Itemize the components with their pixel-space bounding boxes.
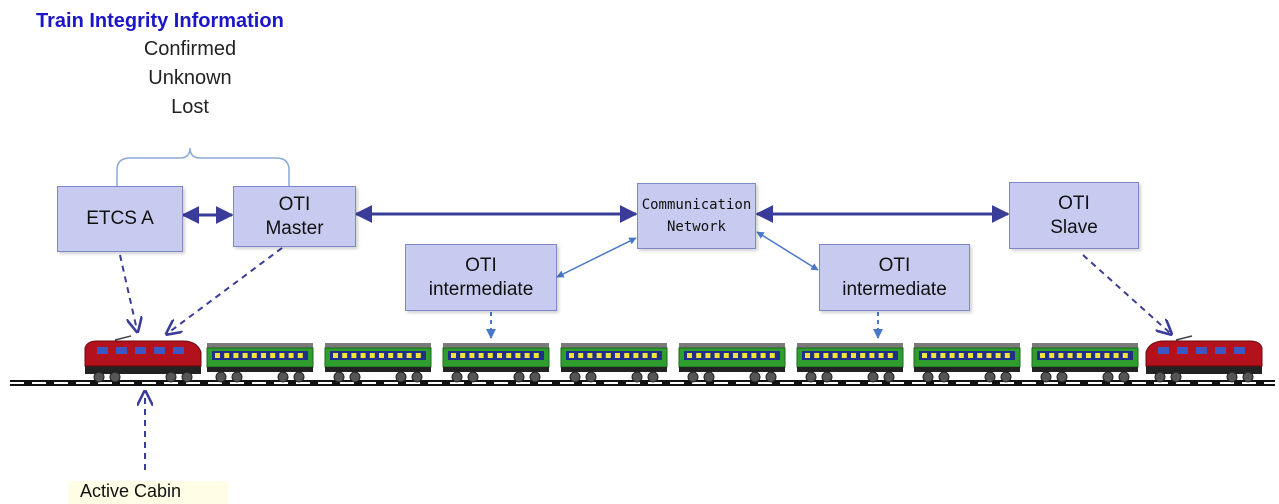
oti-intermediate-left-line1: OTI bbox=[465, 254, 497, 276]
locomotive-front bbox=[84, 335, 202, 383]
communication-network-box: Communication Network bbox=[637, 183, 756, 249]
wagon-8 bbox=[1031, 343, 1139, 383]
link-comm-intermediate-left bbox=[556, 237, 637, 278]
oti-slave-label-line2: Slave bbox=[1050, 216, 1098, 238]
status-brace bbox=[116, 147, 290, 186]
train bbox=[84, 335, 1263, 383]
wagon-3 bbox=[442, 343, 550, 383]
oti-master-label-line1: OTI bbox=[278, 193, 311, 215]
arrow-master-to-train bbox=[168, 247, 283, 333]
oti-intermediate-left-line2: intermediate bbox=[428, 278, 534, 300]
status-unknown: Unknown bbox=[148, 67, 232, 89]
locomotive-rear bbox=[1145, 335, 1263, 383]
status-lost: Lost bbox=[171, 96, 209, 118]
diagram-title: Train Integrity Information bbox=[36, 10, 284, 32]
comm-network-label-line1: Communication bbox=[641, 197, 752, 213]
oti-intermediate-right-line2: intermediate bbox=[842, 278, 947, 300]
arrow-slave-to-train bbox=[1082, 254, 1170, 333]
etcs-a-box: ETCS A bbox=[57, 186, 183, 252]
oti-master-box: OTI Master bbox=[233, 186, 356, 247]
status-confirmed: Confirmed bbox=[143, 38, 237, 60]
oti-intermediate-right-line1: OTI bbox=[878, 254, 911, 276]
active-cabin-label: Active Cabin bbox=[68, 481, 228, 504]
wagon-2 bbox=[324, 343, 432, 383]
wagon-6 bbox=[796, 343, 904, 383]
oti-slave-box: OTI Slave bbox=[1009, 182, 1139, 249]
railway-track bbox=[10, 380, 1275, 386]
wagon-4 bbox=[560, 343, 668, 383]
etcs-a-label: ETCS A bbox=[86, 208, 154, 229]
oti-intermediate-right-box: OTI intermediate bbox=[819, 244, 970, 311]
wagon-5 bbox=[678, 343, 786, 383]
arrow-etcs-to-train bbox=[119, 254, 137, 330]
oti-slave-label-line1: OTI bbox=[1058, 192, 1090, 214]
comm-network-label-line2: Network bbox=[666, 219, 726, 235]
link-comm-intermediate-right bbox=[756, 231, 819, 271]
wagon-7 bbox=[913, 343, 1021, 383]
oti-master-label-line2: Master bbox=[265, 217, 324, 239]
wagon-1 bbox=[206, 343, 314, 383]
oti-intermediate-left-box: OTI intermediate bbox=[405, 244, 557, 311]
